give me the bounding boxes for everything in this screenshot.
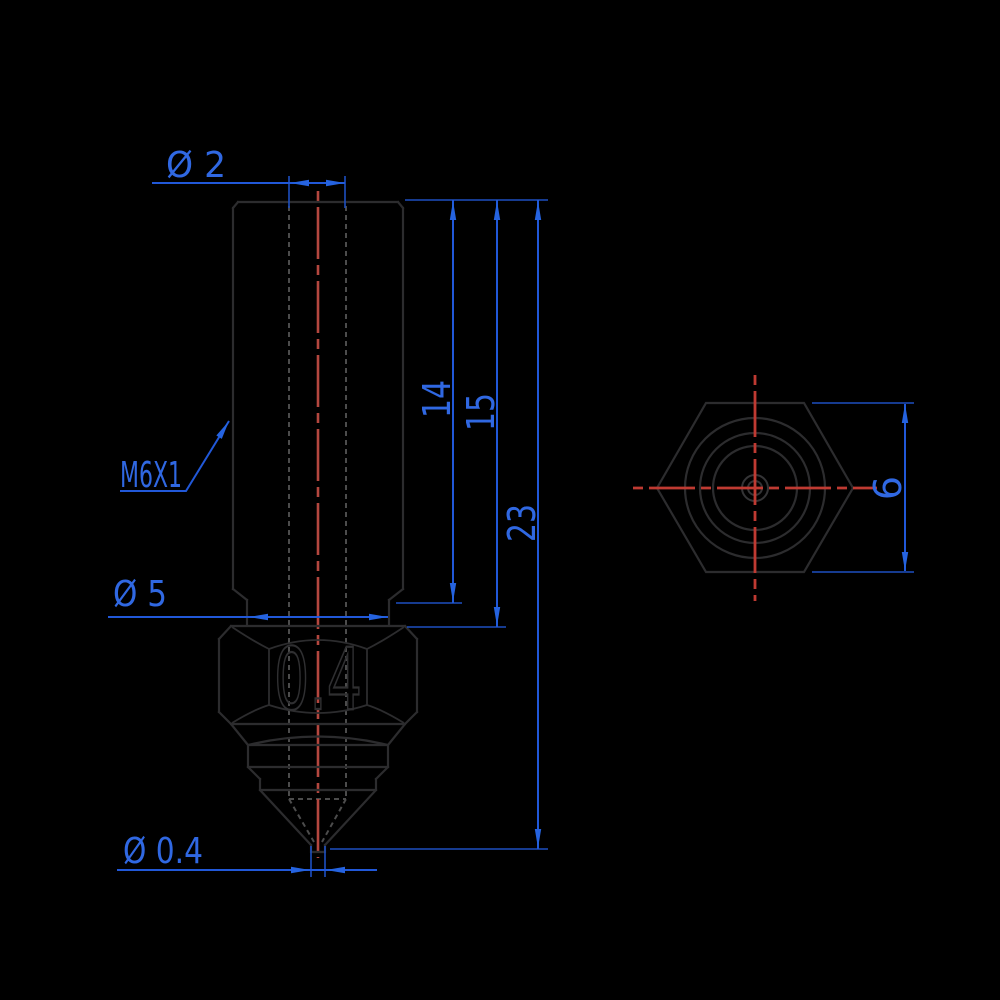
hex-facet-arcs <box>231 626 405 724</box>
shank-diameter-label: Ø 5 <box>113 574 167 615</box>
dim-thread-length: 14 <box>415 200 459 603</box>
top-view <box>633 375 877 601</box>
thread-length-label: 14 <box>415 380 459 418</box>
dim-length-to-hex: 15 <box>459 200 503 627</box>
thread-callout: M6X1 <box>120 420 230 496</box>
extension-lines <box>330 199 548 850</box>
thread-spec-label: M6X1 <box>120 455 182 496</box>
engraved-nozzle-size: 0.4 <box>274 630 362 730</box>
dim-overall-length: 23 <box>500 200 544 849</box>
dimension-annotations: Ø 2 M6X1 Ø 5 Ø 0.4 14 <box>108 145 914 877</box>
overall-length-label: 23 <box>500 504 544 542</box>
length-to-hex-label: 15 <box>459 393 503 431</box>
front-view: 0.4 <box>217 191 419 858</box>
dim-bore: Ø 2 <box>152 145 346 208</box>
dim-orifice: Ø 0.4 <box>117 831 377 877</box>
dim-shank: Ø 5 <box>108 574 388 621</box>
dim-hex-across-flats: 6 <box>812 402 914 573</box>
hex-across-flats-label: 6 <box>866 476 910 500</box>
orifice-diameter-label: Ø 0.4 <box>123 831 203 872</box>
bore-diameter-label: Ø 2 <box>166 145 226 186</box>
nozzle-outline <box>217 200 419 854</box>
top-view-crosshair <box>633 375 877 601</box>
